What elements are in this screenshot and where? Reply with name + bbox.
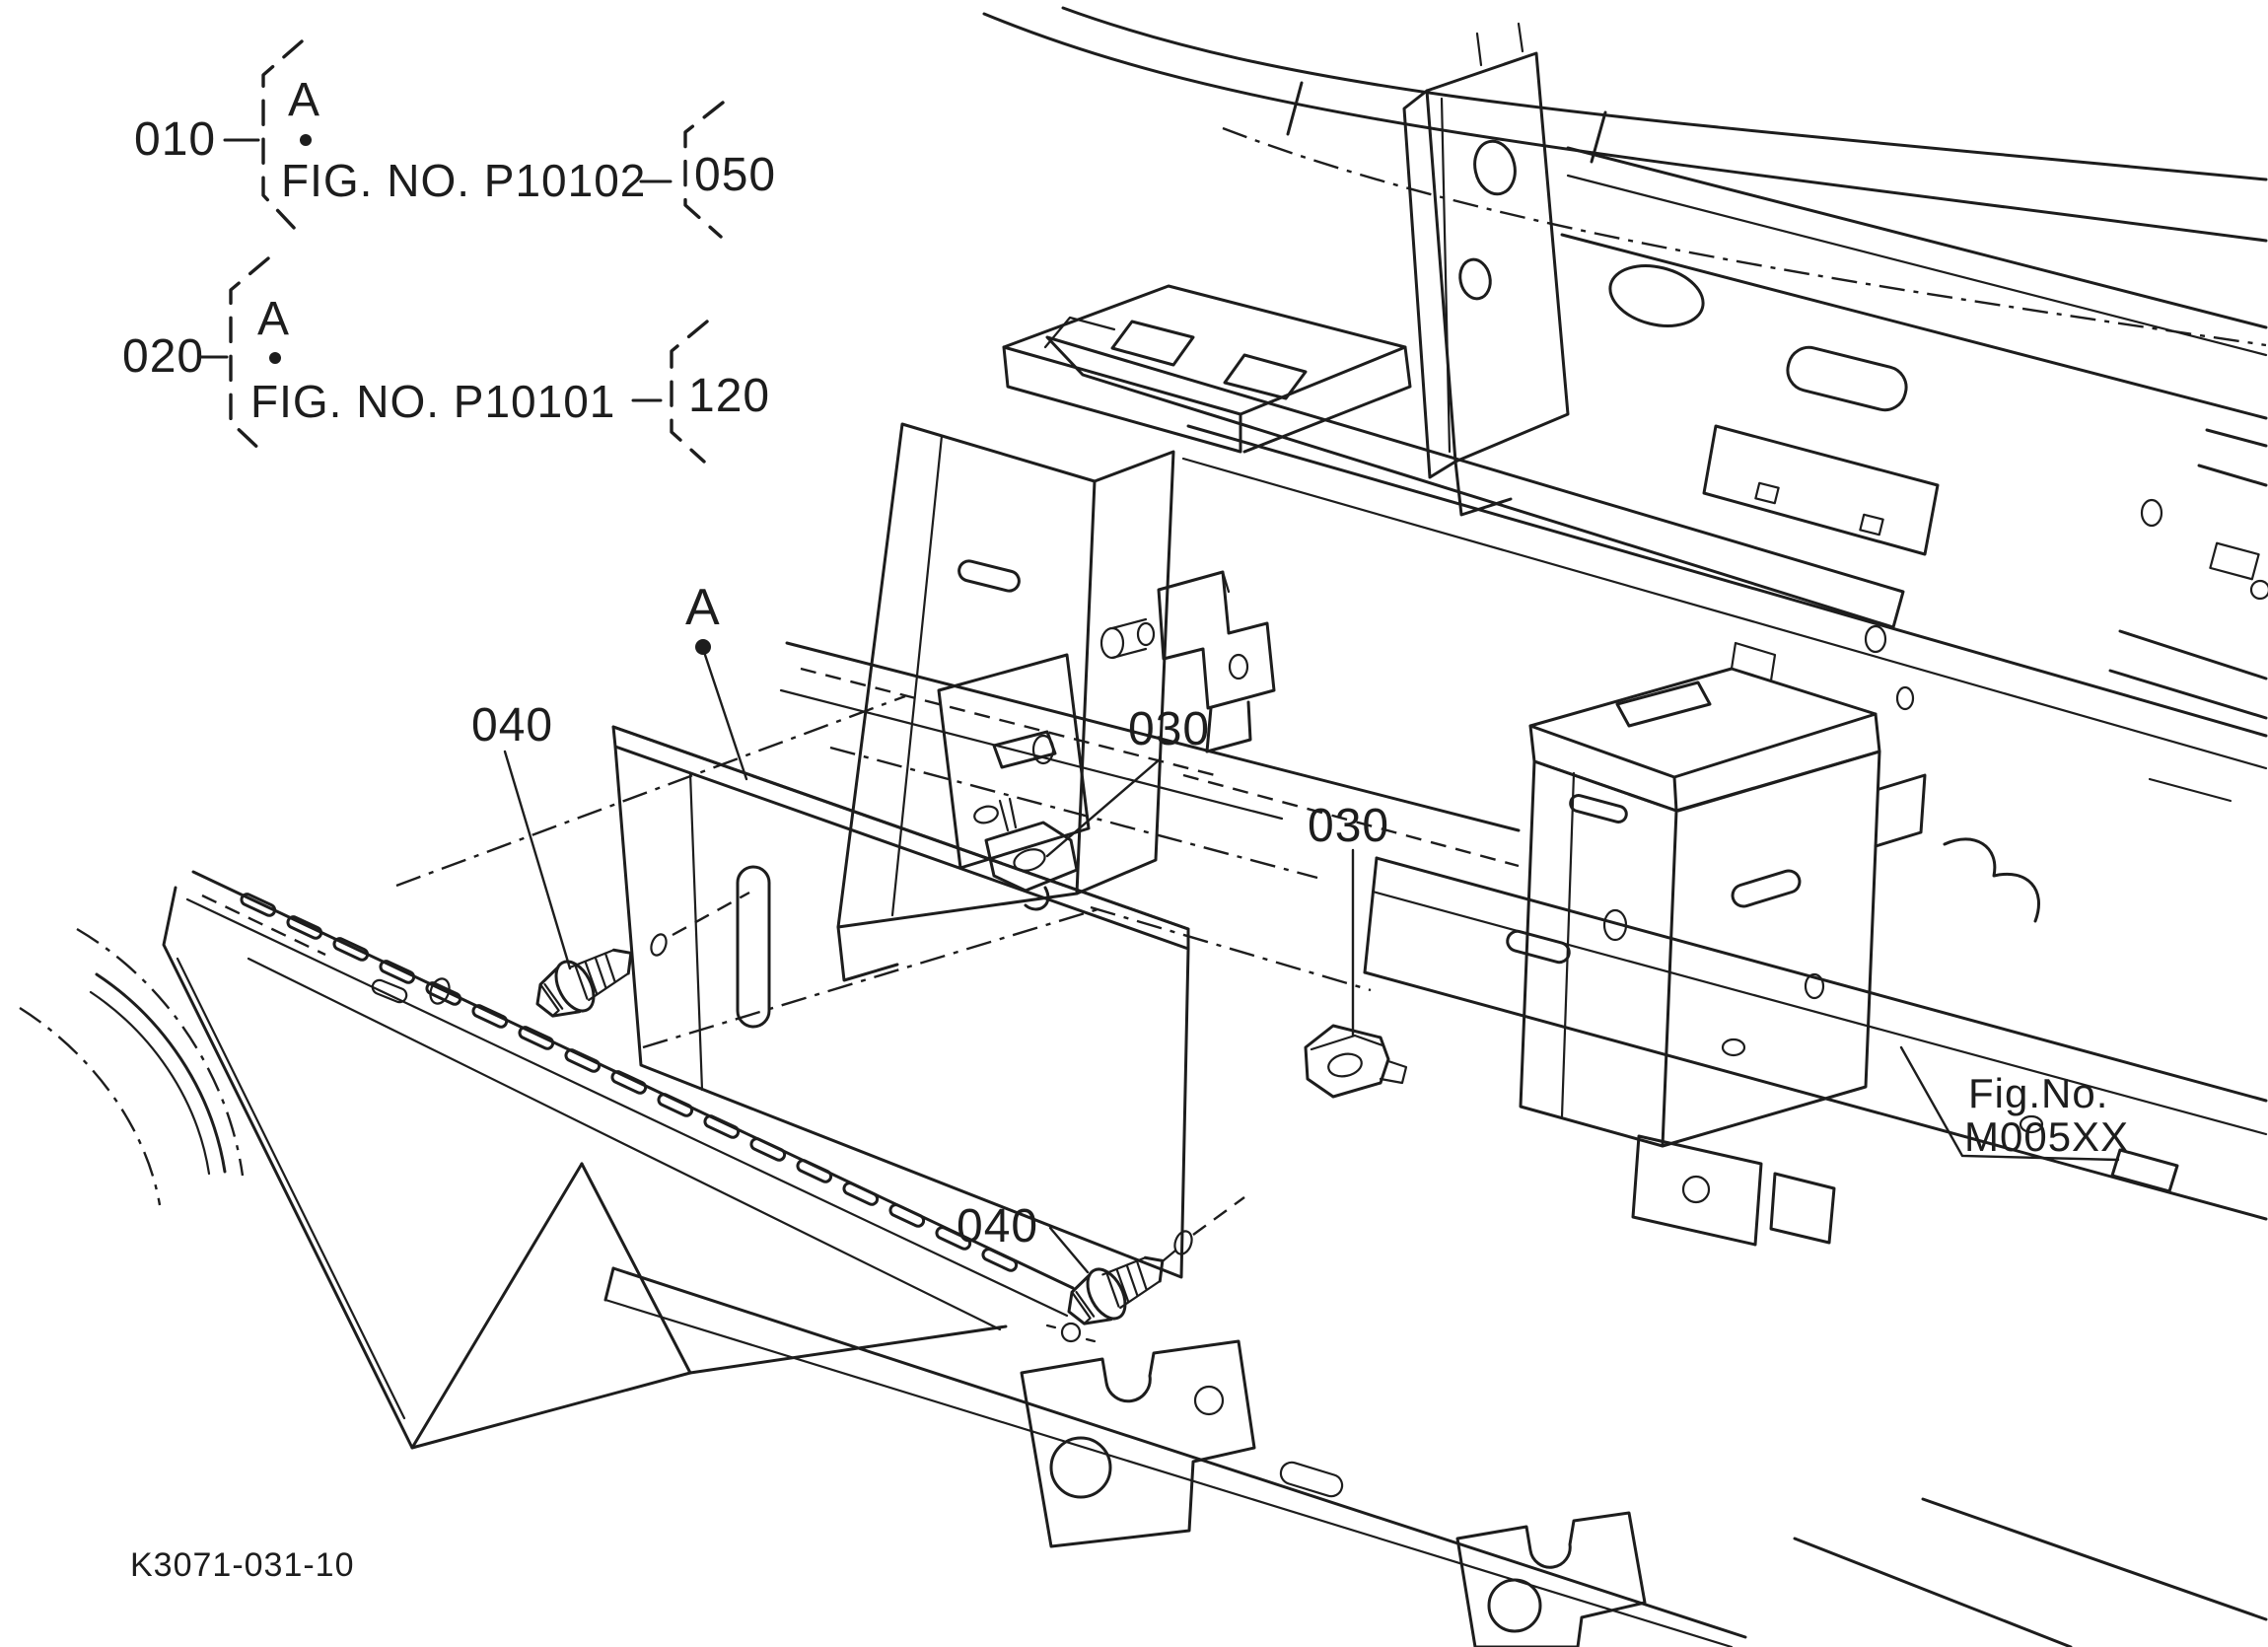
ref-link-1-view: A: [288, 74, 321, 126]
cross-rail: [779, 641, 1521, 880]
ref-link-2-fig-no: FIG. NO. P10101: [250, 376, 616, 427]
ref-link-1-id: 010: [134, 113, 217, 166]
ref-link-1-fig-no: FIG. NO. P10102: [281, 155, 647, 206]
figure-reference-code: M005XX: [1964, 1113, 2130, 1160]
bottom-rail: [603, 1266, 1747, 1647]
ref-link-2-item: 120: [688, 370, 771, 422]
drawing-number: K3071-031-10: [130, 1546, 355, 1584]
clip-030-right: [1304, 1024, 1408, 1099]
diagonal-strap-brace: [1045, 335, 2268, 770]
rear-post-bracket: [1402, 22, 1570, 517]
step-plate: [185, 870, 1097, 1343]
wheel-arcs: [19, 927, 245, 1206]
bolt-040-left: [535, 948, 633, 1018]
bolt-040-right: [1067, 1255, 1165, 1325]
ref-link-2-view: A: [257, 293, 291, 345]
reference-brackets: [197, 39, 725, 464]
construction-lines: [395, 694, 1520, 1049]
callout-030-left: 030: [1128, 703, 1211, 755]
center-tower-bracket: [836, 284, 1412, 982]
callout-030-right: 030: [1308, 800, 1390, 852]
figure-reference-prefix: Fig.No.: [1968, 1070, 2109, 1116]
heat-shield-panel: [611, 725, 1190, 1279]
right-tower-bracket: [1519, 641, 2040, 1247]
m005xx-rail: [1363, 856, 2268, 1647]
callout-040-right: 040: [957, 1200, 1039, 1253]
clip-030-left: [984, 797, 1079, 911]
rear-curved-rails: [982, 6, 2268, 347]
detail-view-marker: A: [685, 579, 721, 636]
callout-040-left: 040: [471, 699, 554, 752]
upper-right-rail: [1560, 146, 2268, 803]
ref-link-1-item: 050: [694, 149, 777, 201]
leader-lines: [503, 639, 2120, 1274]
ref-link-2-id: 020: [122, 330, 205, 383]
